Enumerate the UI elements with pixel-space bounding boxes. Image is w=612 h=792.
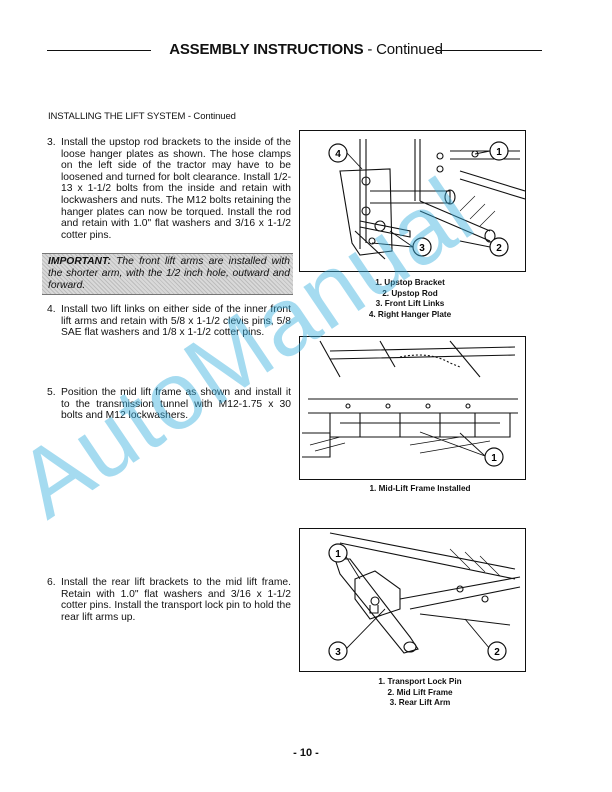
callout-2: 2 [489,237,509,257]
step-text: Install two lift links on either side of… [61,304,291,339]
callout-1: 1 [489,141,509,161]
svg-text:1: 1 [491,453,497,464]
figure-mid-lift-frame: 1 [299,336,526,480]
step-number: 5. [47,387,56,398]
step-number: 3. [47,137,56,148]
figure3-caption: 1. Transport Lock Pin 2. Mid Lift Frame … [378,677,462,708]
important-text: IMPORTANT: The front lift arms are insta… [48,256,290,291]
svg-text:1: 1 [496,147,502,158]
callout-1: 1 [484,447,504,467]
svg-text:3: 3 [335,647,341,658]
mid-lift-frame-illustration: 1 [302,340,518,467]
step-number: 6. [47,577,56,588]
important-label: IMPORTANT: [48,256,111,267]
svg-text:2: 2 [496,243,502,254]
step-number: 4. [47,304,56,315]
important-note: IMPORTANT: The front lift arms are insta… [42,253,293,295]
section-heading: INSTALLING THE LIFT SYSTEM - Continued [48,111,236,122]
rear-lift-illustration: 1 3 2 [328,532,521,661]
header-rule-left [47,50,151,51]
figure1-caption: 1. Upstop Bracket 2. Upstop Rod 3. Front… [368,278,452,319]
header-rule-right [436,50,542,51]
svg-text:4: 4 [335,149,341,160]
svg-text:2: 2 [494,647,500,658]
step-text: Position the mid lift frame as shown and… [61,387,291,422]
step-text: Install the upstop rod brackets to the i… [61,137,291,241]
step-text: Install the rear lift brackets to the mi… [61,577,291,623]
figure-front-lift: 4 1 3 2 [299,130,526,272]
callout-3: 3 [412,237,432,257]
svg-text:1: 1 [335,549,341,560]
page-title: ASSEMBLY INSTRUCTIONS - Continued [169,41,443,58]
front-lift-illustration: 4 1 3 2 [328,139,525,260]
figure-rear-lift: 1 3 2 [299,528,526,672]
svg-text:3: 3 [419,243,425,254]
figure2-caption: 1. Mid-Lift Frame Installed [369,484,471,493]
callout-2: 2 [487,641,507,661]
callout-4: 4 [328,143,348,163]
callout-1: 1 [328,543,348,563]
page-number: - 10 - [293,747,319,759]
callout-3: 3 [328,641,348,661]
